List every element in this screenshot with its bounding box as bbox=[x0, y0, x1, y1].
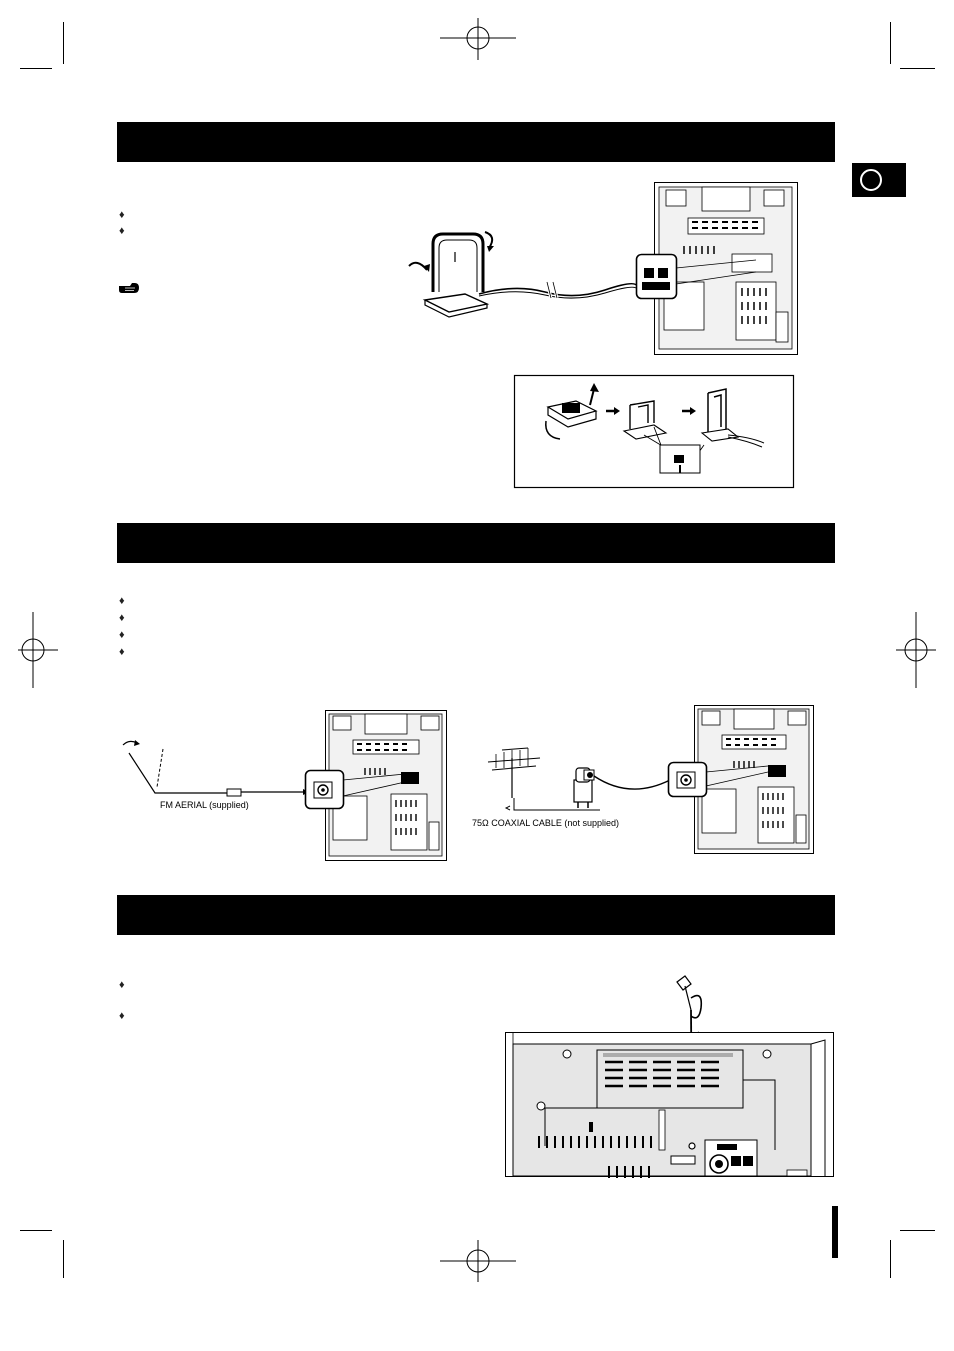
section-header-ground bbox=[117, 895, 835, 935]
coaxial-cable-caption: 75Ω COAXIAL CABLE (not supplied) bbox=[472, 818, 619, 828]
registration-target-top bbox=[440, 18, 516, 60]
registration-target-bottom bbox=[440, 1240, 516, 1282]
fm-outdoor-antenna-illustration bbox=[487, 747, 671, 811]
language-circle-icon bbox=[860, 169, 882, 191]
fm-terminal-callout-left bbox=[304, 769, 406, 810]
section-header-fm bbox=[117, 523, 835, 563]
fm-terminal-callout-right bbox=[667, 761, 769, 798]
page-number-bar bbox=[832, 1206, 838, 1258]
registration-target-right bbox=[896, 612, 936, 688]
diamond-bullet-icon: ♦ bbox=[119, 612, 125, 624]
diamond-bullet-icon: ♦ bbox=[119, 209, 125, 221]
fm-aerial-caption: FM AERIAL (supplied) bbox=[160, 800, 249, 810]
diamond-bullet-icon: ♦ bbox=[119, 1010, 125, 1022]
section-header-am bbox=[117, 122, 835, 162]
language-tab bbox=[852, 163, 906, 197]
pointing-hand-icon bbox=[119, 283, 139, 293]
diamond-bullet-icon: ♦ bbox=[119, 629, 125, 641]
unit-rear-panel-fm-right bbox=[694, 705, 814, 854]
fm-wire-aerial-illustration bbox=[122, 740, 309, 797]
am-terminal-callout bbox=[635, 253, 757, 300]
am-aerial-assembly-inset bbox=[513, 374, 795, 489]
diamond-bullet-icon: ♦ bbox=[119, 979, 125, 991]
registration-target-left bbox=[18, 612, 58, 688]
diamond-bullet-icon: ♦ bbox=[119, 595, 125, 607]
ground-terminal-illustration bbox=[505, 975, 834, 1178]
unit-rear-panel-fm-left bbox=[325, 710, 447, 861]
diamond-bullet-icon: ♦ bbox=[119, 225, 125, 237]
am-loop-aerial-illustration bbox=[408, 231, 638, 318]
diamond-bullet-icon: ♦ bbox=[119, 646, 125, 658]
unit-rear-panel-am bbox=[654, 182, 798, 355]
